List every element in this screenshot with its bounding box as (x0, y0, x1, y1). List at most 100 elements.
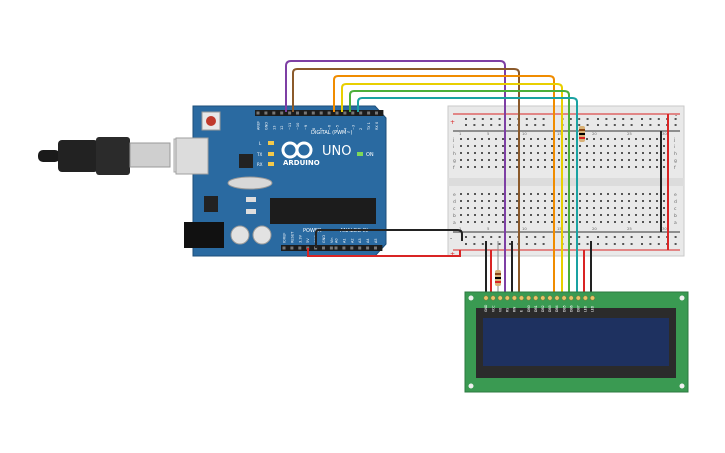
rail-hole[interactable] (542, 124, 545, 126)
breadboard-hole[interactable] (495, 166, 497, 168)
breadboard-hole[interactable] (607, 200, 609, 202)
rail-hole[interactable] (542, 236, 545, 238)
breadboard-hole[interactable] (663, 152, 665, 154)
digital-pin[interactable] (264, 111, 268, 115)
breadboard-hole[interactable] (572, 166, 574, 168)
breadboard-hole[interactable] (467, 145, 469, 147)
breadboard-hole[interactable] (467, 200, 469, 202)
breadboard-hole[interactable] (467, 207, 469, 209)
rail-hole[interactable] (542, 243, 545, 245)
breadboard-hole[interactable] (628, 200, 630, 202)
digital-pin[interactable] (327, 111, 331, 115)
breadboard-hole[interactable] (460, 207, 462, 209)
breadboard-hole[interactable] (621, 152, 623, 154)
breadboard-hole[interactable] (474, 166, 476, 168)
breadboard-hole[interactable] (509, 159, 511, 161)
breadboard-hole[interactable] (607, 152, 609, 154)
breadboard-hole[interactable] (565, 207, 567, 209)
breadboard-hole[interactable] (558, 193, 560, 195)
breadboard-hole[interactable] (572, 159, 574, 161)
breadboard-hole[interactable] (488, 193, 490, 195)
breadboard-hole[interactable] (628, 193, 630, 195)
breadboard-hole[interactable] (544, 207, 546, 209)
breadboard-hole[interactable] (488, 159, 490, 161)
breadboard-hole[interactable] (593, 138, 595, 140)
lcd-pin[interactable] (511, 295, 517, 301)
breadboard-hole[interactable] (495, 200, 497, 202)
breadboard-hole[interactable] (621, 159, 623, 161)
breadboard-hole[interactable] (628, 145, 630, 147)
power-pin[interactable] (282, 246, 286, 250)
breadboard-hole[interactable] (530, 145, 532, 147)
breadboard-hole[interactable] (600, 145, 602, 147)
breadboard-hole[interactable] (607, 145, 609, 147)
rail-hole[interactable] (605, 118, 608, 120)
breadboard-hole[interactable] (628, 159, 630, 161)
breadboard-hole[interactable] (530, 207, 532, 209)
breadboard-hole[interactable] (495, 221, 497, 223)
rail-hole[interactable] (498, 236, 501, 238)
digital-pin[interactable] (256, 111, 260, 115)
breadboard-hole[interactable] (621, 221, 623, 223)
breadboard-hole[interactable] (586, 200, 588, 202)
lcd-pin[interactable] (568, 295, 574, 301)
rail-hole[interactable] (481, 243, 484, 245)
breadboard-hole[interactable] (551, 145, 553, 147)
breadboard-hole[interactable] (474, 159, 476, 161)
rail-hole[interactable] (569, 118, 572, 120)
breadboard-hole[interactable] (502, 145, 504, 147)
breadboard-hole[interactable] (523, 193, 525, 195)
breadboard-hole[interactable] (474, 145, 476, 147)
breadboard-hole[interactable] (537, 138, 539, 140)
breadboard-hole[interactable] (474, 138, 476, 140)
rail-hole[interactable] (490, 124, 493, 126)
rail-hole[interactable] (622, 118, 625, 120)
lcd-pin[interactable] (575, 295, 581, 301)
breadboard-hole[interactable] (474, 221, 476, 223)
breadboard-hole[interactable] (635, 138, 637, 140)
breadboard-hole[interactable] (460, 159, 462, 161)
breadboard-hole[interactable] (600, 214, 602, 216)
breadboard-hole[interactable] (558, 138, 560, 140)
rail-hole[interactable] (465, 124, 467, 126)
rail-hole[interactable] (509, 243, 511, 245)
breadboard-hole[interactable] (593, 207, 595, 209)
analog-pin[interactable] (350, 246, 354, 250)
breadboard-hole[interactable] (530, 214, 532, 216)
breadboard-hole[interactable] (635, 214, 637, 216)
breadboard-hole[interactable] (607, 193, 609, 195)
breadboard-hole[interactable] (488, 166, 490, 168)
rail-hole[interactable] (613, 236, 616, 238)
rail-hole[interactable] (597, 124, 599, 126)
digital-pin[interactable] (311, 111, 315, 115)
breadboard-hole[interactable] (460, 145, 462, 147)
breadboard-hole[interactable] (516, 159, 518, 161)
rail-hole[interactable] (490, 236, 493, 238)
digital-pin[interactable] (319, 111, 323, 115)
rail-hole[interactable] (586, 118, 589, 120)
breadboard-hole[interactable] (474, 207, 476, 209)
breadboard-hole[interactable] (663, 207, 665, 209)
breadboard-hole[interactable] (474, 200, 476, 202)
breadboard-hole[interactable] (642, 145, 644, 147)
breadboard-hole[interactable] (537, 166, 539, 168)
rail-hole[interactable] (597, 118, 599, 120)
breadboard-hole[interactable] (649, 145, 651, 147)
breadboard-hole[interactable] (656, 152, 658, 154)
breadboard-hole[interactable] (516, 145, 518, 147)
breadboard-hole[interactable] (600, 138, 602, 140)
lcd-pin[interactable] (547, 295, 553, 301)
breadboard-hole[interactable] (551, 138, 553, 140)
lcd-pin[interactable] (504, 295, 510, 301)
breadboard-hole[interactable] (649, 221, 651, 223)
breadboard-hole[interactable] (607, 138, 609, 140)
breadboard-hole[interactable] (502, 138, 504, 140)
breadboard-hole[interactable] (649, 207, 651, 209)
breadboard-hole[interactable] (621, 138, 623, 140)
rail-hole[interactable] (630, 236, 633, 238)
rail-hole[interactable] (605, 243, 608, 245)
breadboard-hole[interactable] (614, 221, 616, 223)
rail-hole[interactable] (605, 124, 608, 126)
rail-hole[interactable] (534, 118, 537, 120)
digital-pin[interactable] (280, 111, 284, 115)
